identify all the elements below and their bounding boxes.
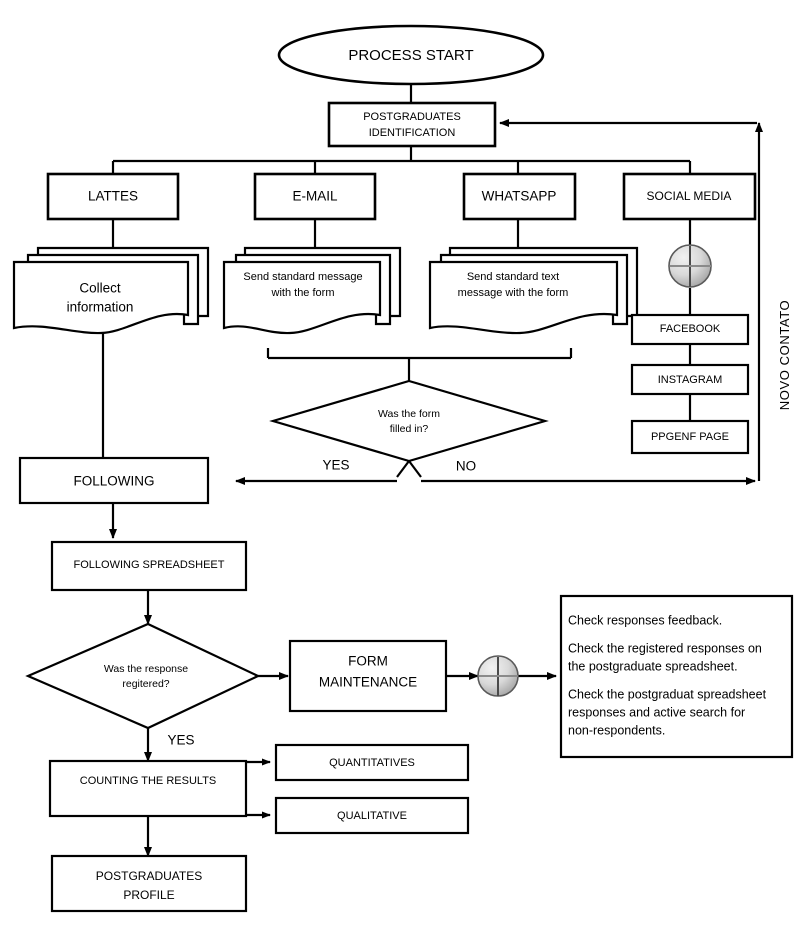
decision-form-label-2: filled in? bbox=[390, 423, 429, 435]
node-qualitative[interactable]: QUALITATIVE bbox=[274, 796, 470, 835]
novo-contato-label: NOVO CONTATO bbox=[777, 300, 792, 410]
form-maintenance-label-2: MAINTENANCE bbox=[319, 675, 417, 690]
node-instagram[interactable]: INSTAGRAM bbox=[630, 363, 750, 396]
edge-label-yes-response: YES bbox=[167, 733, 194, 748]
ppgenf-page-label: PPGENF PAGE bbox=[651, 431, 729, 443]
lattes-label: LATTES bbox=[88, 189, 138, 204]
node-decision-form-filled[interactable]: Was the form filled in? bbox=[269, 379, 549, 463]
notes-line-6: non-respondents. bbox=[568, 723, 665, 737]
email-label: E-MAIL bbox=[292, 189, 338, 204]
collect-information-label-1: Collect bbox=[79, 281, 121, 296]
decision-form-label-1: Was the form bbox=[378, 408, 440, 420]
counting-the-results-label: COUNTING THE RESULTS bbox=[80, 775, 217, 787]
process-start-label: PROCESS START bbox=[348, 47, 473, 64]
whatsapp-doc-label-1: Send standard text bbox=[467, 271, 559, 283]
node-counting-the-results[interactable]: COUNTING THE RESULTS bbox=[48, 759, 248, 818]
decision-response-label-2: regitered? bbox=[122, 678, 169, 690]
notes-box[interactable]: Check responses feedback. Check the regi… bbox=[559, 594, 794, 759]
node-decision-response-registered[interactable]: Was the response regitered? bbox=[25, 622, 261, 730]
instagram-label: INSTAGRAM bbox=[658, 374, 723, 386]
node-email[interactable]: E-MAIL bbox=[253, 172, 377, 221]
edge-decision-no-stub bbox=[408, 460, 422, 478]
email-doc-label-2: with the form bbox=[271, 287, 335, 299]
collect-information-label-2: information bbox=[67, 300, 134, 315]
postgraduates-identification-label-1: POSTGRADUATES bbox=[363, 111, 461, 123]
form-maintenance-label-1: FORM bbox=[348, 654, 388, 669]
notes-line-3: the postgraduate spreadsheet. bbox=[568, 659, 738, 673]
notes-line-5: responses and active search for bbox=[568, 705, 745, 719]
node-facebook[interactable]: FACEBOOK bbox=[630, 313, 750, 346]
postgraduates-profile-label-2: PROFILE bbox=[123, 888, 174, 902]
node-email-doc-stack[interactable]: Send standard message with the form bbox=[222, 246, 402, 335]
facebook-label: FACEBOOK bbox=[660, 323, 721, 335]
postgraduates-profile-label-1: POSTGRADUATES bbox=[96, 869, 202, 883]
node-postgraduates-identification[interactable]: POSTGRADUATES IDENTIFICATION bbox=[327, 101, 497, 148]
whatsapp-doc-label-2: message with the form bbox=[458, 287, 569, 299]
following-spreadsheet-label: FOLLOWING SPREADSHEET bbox=[74, 559, 225, 571]
node-quantitatives[interactable]: QUANTITATIVES bbox=[274, 743, 470, 782]
node-following-spreadsheet[interactable]: FOLLOWING SPREADSHEET bbox=[50, 540, 248, 592]
node-postgraduates-profile[interactable]: POSTGRADUATES PROFILE bbox=[50, 854, 248, 913]
node-form-maintenance[interactable]: FORM MAINTENANCE bbox=[288, 639, 448, 713]
node-following[interactable]: FOLLOWING bbox=[18, 456, 210, 505]
email-doc-label-1: Send standard message bbox=[243, 271, 362, 283]
notes-line-2: Check the registered responses on bbox=[568, 641, 762, 655]
node-ppgenf-page[interactable]: PPGENF PAGE bbox=[630, 419, 750, 455]
quantitatives-label: QUANTITATIVES bbox=[329, 757, 415, 769]
decision-response-label-1: Was the response bbox=[104, 663, 188, 675]
whatsapp-label: WHATSAPP bbox=[482, 189, 557, 204]
edge-label-no-form: NO bbox=[456, 459, 476, 474]
notes-line-4: Check the postgraduat spreadsheet bbox=[568, 687, 767, 701]
social-media-label: SOCIAL MEDIA bbox=[647, 189, 732, 203]
node-whatsapp[interactable]: WHATSAPP bbox=[462, 172, 577, 221]
connector-circle-form bbox=[477, 655, 519, 697]
node-collect-information-stack[interactable]: Collect information bbox=[12, 246, 210, 335]
postgraduates-identification-label-2: IDENTIFICATION bbox=[369, 127, 456, 139]
node-social-media[interactable]: SOCIAL MEDIA bbox=[622, 172, 757, 221]
notes-line-1: Check responses feedback. bbox=[568, 613, 722, 627]
node-whatsapp-doc-stack[interactable]: Send standard text message with the form bbox=[428, 246, 639, 335]
node-process-start[interactable]: PROCESS START bbox=[277, 24, 545, 86]
node-lattes[interactable]: LATTES bbox=[46, 172, 180, 221]
edge-decision-yes-stub bbox=[396, 460, 410, 478]
connector-circle-social bbox=[668, 244, 712, 288]
qualitative-label: QUALITATIVE bbox=[337, 810, 407, 822]
edge-label-yes-form: YES bbox=[322, 458, 349, 473]
following-label: FOLLOWING bbox=[73, 474, 154, 489]
